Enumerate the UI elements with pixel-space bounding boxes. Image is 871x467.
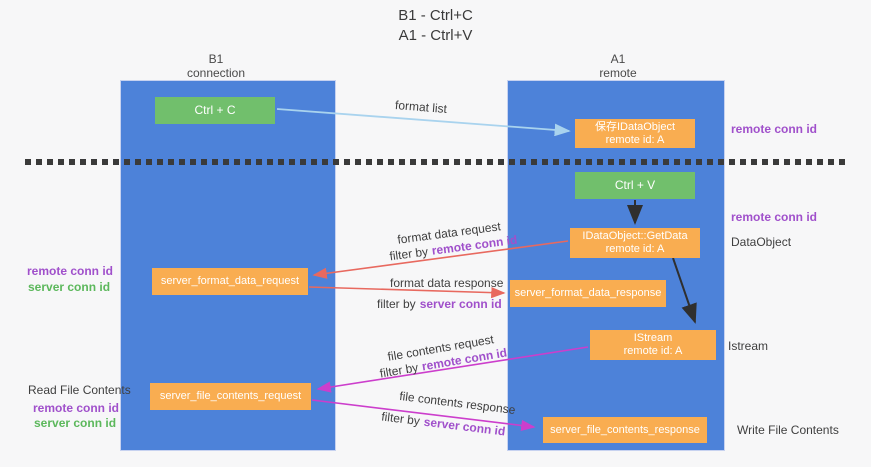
node-idataobject-getdata-line2: remote id: A xyxy=(605,243,665,255)
diagram-title: B1 - Ctrl+C A1 - Ctrl+V xyxy=(0,6,871,46)
node-istream: IStream remote id: A xyxy=(590,330,716,360)
node-ctrl-v: Ctrl + V xyxy=(575,172,695,199)
label-server-conn-id-mid-left: server conn id xyxy=(28,280,111,294)
lifeline-header-a1: A1 remote xyxy=(558,52,678,80)
label-dataobject: DataObject xyxy=(731,235,792,249)
node-istream-line2: remote id: A xyxy=(623,345,683,357)
label-server-conn-id-bottom-left: server conn id xyxy=(34,416,117,430)
phase-separator-dashed-line xyxy=(25,159,845,165)
node-idataobject-getdata: IDataObject::GetData remote id: A xyxy=(570,228,700,258)
node-server-file-contents-response-label: server_file_contents_response xyxy=(550,423,700,436)
node-ctrl-c: Ctrl + C xyxy=(155,97,275,124)
label-remote-conn-id-bottom-left: remote conn id xyxy=(33,401,120,415)
node-server-file-contents-request-label: server_file_contents_request xyxy=(159,390,302,402)
filter-key-server-conn-id: server conn id xyxy=(419,297,502,311)
node-istream-line1: IStream xyxy=(633,332,673,344)
filter-prefix: filter by xyxy=(378,360,420,381)
title-line-1: B1 - Ctrl+C xyxy=(398,7,473,24)
filter-prefix: filter by xyxy=(388,244,429,264)
filter-key-server-conn-id: server conn id xyxy=(422,414,507,439)
title-line-2: A1 - Ctrl+V xyxy=(398,27,473,44)
label-remote-conn-id-top-right: remote conn id xyxy=(731,122,818,136)
label-remote-conn-id-mid-right: remote conn id xyxy=(731,210,818,224)
label-write-file-contents: Write File Contents xyxy=(737,423,839,437)
label-remote-conn-id-mid-left: remote conn id xyxy=(27,264,114,278)
lifeline-a1-name: A1 xyxy=(610,52,626,66)
node-server-format-data-response: server_format_data_response xyxy=(510,280,666,307)
node-server-format-data-response-label: server_format_data_response xyxy=(514,287,662,299)
node-save-idataobject: 保存IDataObject remote id: A xyxy=(575,119,695,148)
label-istream: Istream xyxy=(728,339,769,353)
node-save-idataobject-line2: remote id: A xyxy=(605,133,665,146)
node-ctrl-v-label: Ctrl + V xyxy=(614,178,656,192)
label-read-file-contents: Read File Contents xyxy=(28,383,131,397)
node-server-file-contents-response: server_file_contents_response xyxy=(543,417,707,443)
node-server-file-contents-request: server_file_contents_request xyxy=(150,383,311,410)
edge-label-format-list: format list xyxy=(394,97,448,117)
node-ctrl-c-label: Ctrl + C xyxy=(194,103,236,117)
lifeline-b1-name: B1 xyxy=(208,52,224,66)
lifeline-header-b1: B1 connection xyxy=(156,52,276,80)
edge-label-format-data-response: format data response xyxy=(390,276,504,290)
node-idataobject-getdata-line1: IDataObject::GetData xyxy=(582,230,688,242)
lifeline-a1-role: remote xyxy=(599,66,637,80)
filter-prefix: filter by xyxy=(377,297,416,311)
filter-prefix: filter by xyxy=(380,409,421,429)
node-server-format-data-request: server_format_data_request xyxy=(152,268,308,295)
node-server-format-data-request-label: server_format_data_request xyxy=(160,275,300,287)
node-save-idataobject-line1: 保存IDataObject xyxy=(594,120,676,133)
lifeline-b1-role: connection xyxy=(186,66,246,80)
